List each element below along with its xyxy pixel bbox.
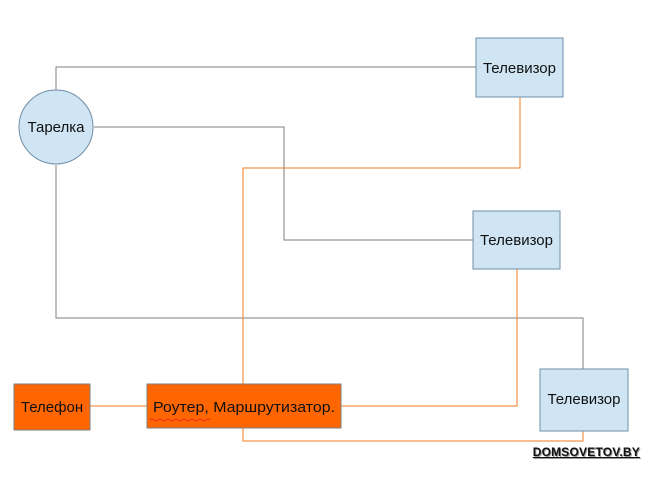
dish-node[interactable]: Тарелка [18,89,94,165]
edge-router-tv1 [242,97,521,384]
tv3-box [539,368,629,432]
edge-router-tv3 [242,428,584,442]
spellcheck-underline [149,418,211,422]
router-label: Роутер, Маршрутизатор. [153,399,335,416]
phone-label: Телефон [21,399,83,416]
dish-label: Тарелка [27,119,85,136]
network-lines [90,97,584,442]
edge-router-tv2 [341,269,518,407]
tv2-node[interactable]: Телевизор [472,210,561,270]
tv1-node[interactable]: Телевизор [475,37,564,98]
tv3-node[interactable]: Телевизор [539,368,629,432]
tv1-box [475,37,564,98]
tv1-label: Телевизор [483,60,556,77]
tv2-label: Телевизор [480,232,553,249]
tv2-box [472,210,561,270]
phone-box [13,383,91,431]
router-node[interactable]: Роутер, Маршрутизатор. [146,383,342,429]
dish-circle [18,89,94,165]
phone-node[interactable]: Телефон [13,383,91,431]
edge-dish-tv2 [94,126,473,241]
coax-lines [55,66,584,369]
edge-dish-tv3 [55,165,584,369]
watermark: DOMSOVETOV.BY [524,443,640,461]
tv3-label: Телевизор [547,391,620,408]
edge-dish-tv1 [55,66,476,90]
